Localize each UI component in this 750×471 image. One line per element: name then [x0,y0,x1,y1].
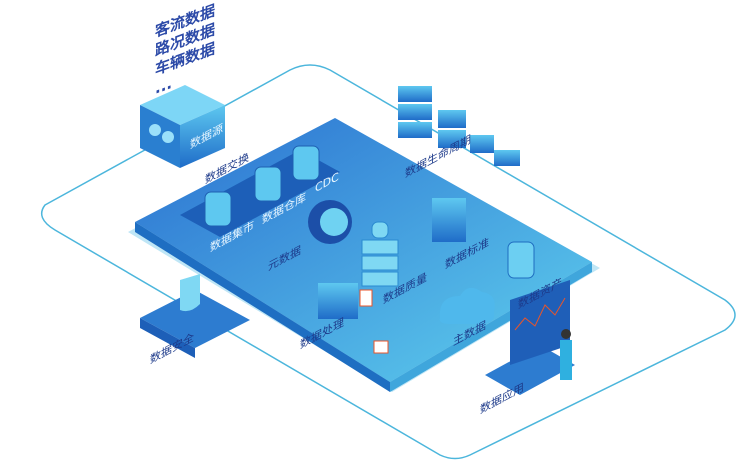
cloud-icon [439,287,495,324]
outer-loop [40,64,736,460]
chart-screen [510,280,570,365]
shield-icon [180,274,200,312]
person-figure [560,340,572,380]
platform-edge [135,222,390,392]
data-source-box [140,85,225,168]
processing-icon [318,283,358,319]
standard-icon [432,198,466,242]
